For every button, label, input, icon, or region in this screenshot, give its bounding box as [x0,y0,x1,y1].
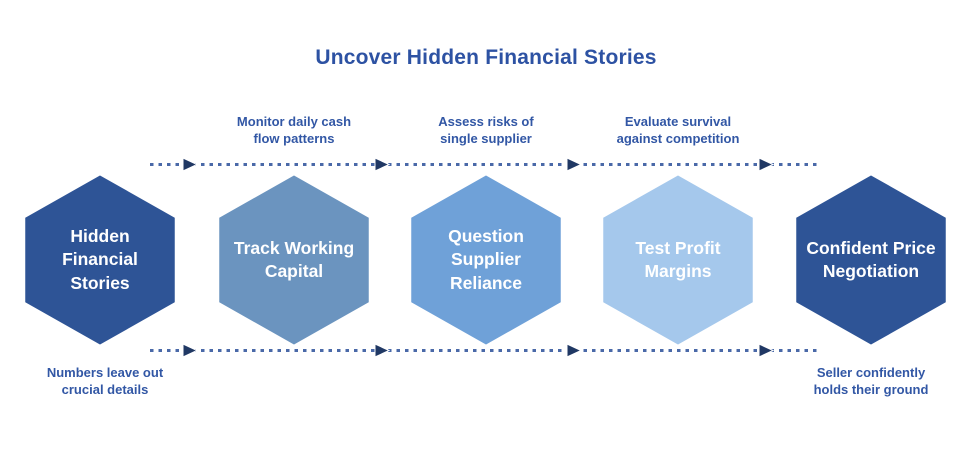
annotation-evaluate-survival: Evaluate survival against competition [616,114,740,146]
arrow-right-icon [182,343,198,358]
hex-step-label: Test Profit Margins [635,237,721,281]
hex-step-label: Track Working Capital [233,237,355,281]
hexagon-shape [600,172,756,348]
arrow-right-icon [566,157,582,172]
annotation-numbers-leave-out: Numbers leave out crucial details [46,365,164,397]
hex-step-track-working-capital: Track Working Capital [216,172,372,348]
arrow-right-icon [566,343,582,358]
arrow-right-icon [374,343,390,358]
hexagon-shape [793,172,949,348]
hex-step-hidden-financial-stories: Hidden Financial Stories [22,172,178,348]
hex-step-label: Question Supplier Reliance [448,226,524,293]
diagram-title: Uncover Hidden Financial Stories [315,46,657,69]
hexagon-shape [216,172,372,348]
bottom-dotted-connector [150,349,820,352]
hex-step-question-supplier-reliance: Question Supplier Reliance [408,172,564,348]
hex-step-test-profit-margins: Test Profit Margins [600,172,756,348]
hexagon-shape [22,172,178,348]
annotation-assess-risks: Assess risks of single supplier [438,114,534,146]
annotation-seller-holds-ground: Seller confidently holds their ground [813,365,929,397]
arrow-right-icon [758,157,774,172]
hex-step-label: Hidden Financial Stories [62,226,138,293]
top-dotted-connector [150,163,820,166]
arrow-right-icon [182,157,198,172]
annotation-monitor-cash-flow: Monitor daily cash flow patterns [236,114,352,146]
hexagon-shape [408,172,564,348]
arrow-right-icon [374,157,390,172]
arrow-right-icon [758,343,774,358]
hex-step-confident-price-negotiation: Confident Price Negotiation [793,172,949,348]
hex-step-label: Confident Price Negotiation [806,237,936,281]
